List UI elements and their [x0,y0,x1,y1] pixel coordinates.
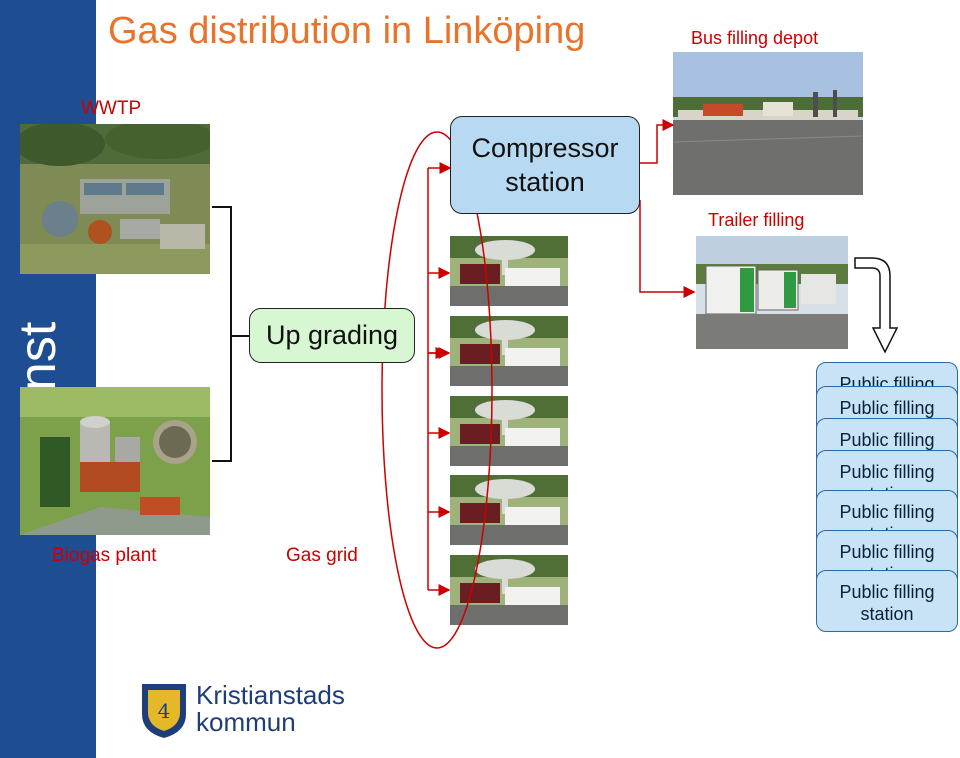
station-line2: station [860,604,914,624]
station-line1: Public filling [839,430,935,450]
gas-grid-oval [381,131,493,649]
kristianstad-crest-logo: 4 [142,684,186,738]
station-line1: Public filling [839,502,935,522]
filling-station-photo [450,555,568,625]
filling-station-photo [450,396,568,466]
filling-station-photo [450,475,568,545]
kristianstad-logo-text: Kristianstads kommun [196,682,345,736]
logo-line1: Kristianstads [196,680,345,710]
bent-arrow-to-stations [854,257,899,354]
page-title: Gas distribution in Linköping [108,10,586,52]
station-line1: Public filling [839,398,935,418]
filling-station-photo [450,316,568,386]
arrow-to-bus-depot [640,119,675,164]
wwtp-label: WWTP [81,98,142,119]
wwtp-connector [212,206,232,462]
gas-grid-label: Gas grid [286,545,358,566]
svg-text:4: 4 [158,699,171,723]
filling-station-photo [450,236,568,306]
compressor-station-line1: Compressor [471,133,619,163]
trailer-filling-photo [696,236,848,349]
station-line1: Public filling [839,462,935,482]
station-line1: Public filling [839,582,935,602]
logo-line2: kommun [196,707,296,737]
compressor-station-box: Compressor station [450,116,640,214]
arrow-to-trailer [639,200,696,298]
bus-depot-photo [673,52,863,195]
wwtp-photo [20,124,210,274]
biogas-plant-photo [20,387,210,535]
compressor-station-line2: station [505,167,585,197]
upgrading-box: Up grading [249,308,415,363]
station-line1: Public filling [839,542,935,562]
trailer-filling-label: Trailer filling [708,210,805,230]
biogas-plant-label: Biogas plant [52,545,157,566]
public-filling-station-box: Public filling station [816,570,958,632]
bus-filling-depot-label: Bus filling depot [691,28,819,48]
